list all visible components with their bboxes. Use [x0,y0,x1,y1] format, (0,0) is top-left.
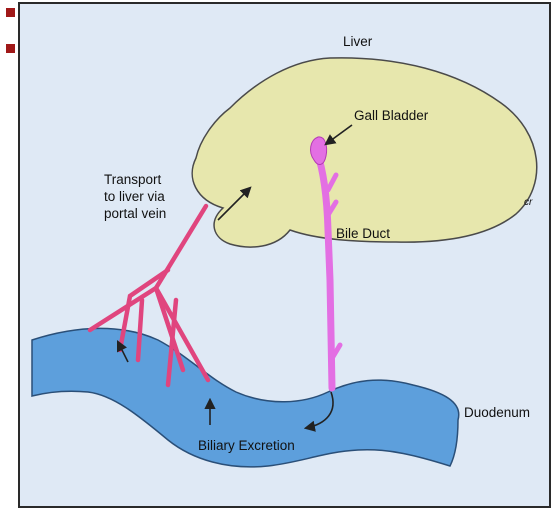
duodenum-label: Duodenum [464,405,530,420]
gall-bladder-label: Gall Bladder [354,108,429,123]
transport-label-line1: Transport [104,172,162,187]
transport-label-line2: to liver via [104,189,165,204]
enterohepatic-diagram: Liver Gall Bladder Transport to liver vi… [18,0,553,509]
transport-label-line3: portal vein [104,206,166,221]
slide-bullet-2 [6,44,15,53]
slide-bullet-1 [6,8,15,17]
corner-mark: cr [524,197,533,208]
liver-label: Liver [343,34,373,49]
bile-duct-label: Bile Duct [336,226,390,241]
biliary-excretion-label: Biliary Excretion [198,438,295,453]
